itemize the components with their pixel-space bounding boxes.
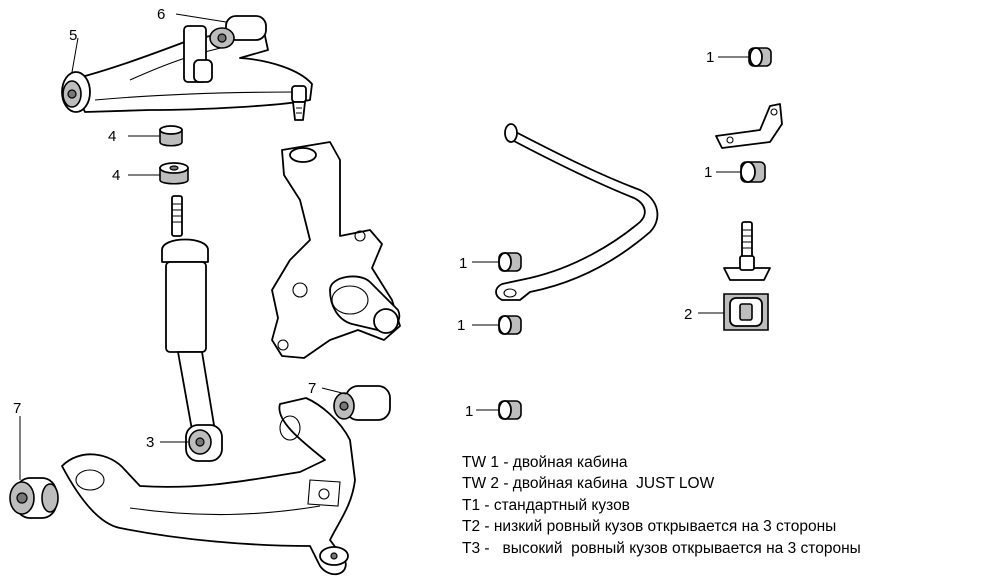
- lower-arm-bushing-rear: [9, 477, 59, 519]
- shock-lower-eye: [185, 424, 223, 462]
- stabilizer-bracket: [715, 103, 783, 149]
- body-type-legend: TW 1 - двойная кабина TW 2 - двойная каб…: [462, 452, 861, 559]
- legend-item: T3 - высокий ровный кузов открывается на…: [462, 539, 861, 557]
- callout-upper-bushing-b: 4: [112, 167, 120, 184]
- callout-lower-arm-bushing-front: 7: [308, 380, 316, 397]
- callout-upper-bushing-a: 4: [108, 128, 116, 145]
- upper-arm-bushing-rear: [209, 15, 267, 49]
- callout-labels: 6 5 4 4 3 7 7 1 1 1 1 1 2: [13, 6, 714, 451]
- legend-item: T2 - низкий ровный кузов открывается на …: [462, 518, 837, 536]
- callout-stab-bushing-top: 1: [706, 49, 714, 66]
- callout-lower-arm-bushing-rear: 7: [13, 400, 21, 417]
- legend-item: T1 - стандартный кузов: [462, 496, 630, 514]
- stab-bushing-left-c: [498, 400, 522, 420]
- steering-knuckle: [271, 141, 401, 359]
- callout-upper-arm: 5: [69, 27, 77, 44]
- lower-arm-bushing-front: [333, 385, 391, 421]
- upper-bushing-b: [159, 162, 189, 185]
- callout-stab-bushing-left-c: 1: [465, 403, 473, 420]
- legend-item: TW 1 - двойная кабина: [462, 454, 628, 471]
- stab-bushing-top: [748, 47, 772, 67]
- stab-bushing-left-b: [498, 315, 522, 335]
- upper-arm-bushing-front: [61, 71, 91, 113]
- shock-absorber: [161, 195, 223, 462]
- stabilizer-bar: [495, 123, 659, 301]
- upper-control-arm: [61, 15, 313, 121]
- callout-stab-link-bushing: 2: [684, 306, 692, 323]
- stabilizer-link: [723, 221, 771, 281]
- lower-control-arm: [61, 397, 356, 576]
- callout-stab-bushing-bracket: 1: [704, 164, 712, 181]
- callout-stab-bushing-left-b: 1: [457, 317, 465, 334]
- callout-stab-bushing-left-a: 1: [459, 255, 467, 272]
- ball-joint: [291, 85, 307, 121]
- legend-item: TW 2 - двойная кабина JUST LOW: [462, 475, 715, 493]
- upper-bushing-a: [159, 125, 183, 147]
- callout-shock-eye: 3: [146, 434, 154, 451]
- leader-lines: [19, 13, 750, 480]
- stab-bushing-left-a: [498, 252, 522, 272]
- stab-link-bushing: [723, 293, 769, 331]
- stab-bushing-bracket: [740, 161, 766, 183]
- callout-upper-arm-pivot: 6: [157, 6, 165, 23]
